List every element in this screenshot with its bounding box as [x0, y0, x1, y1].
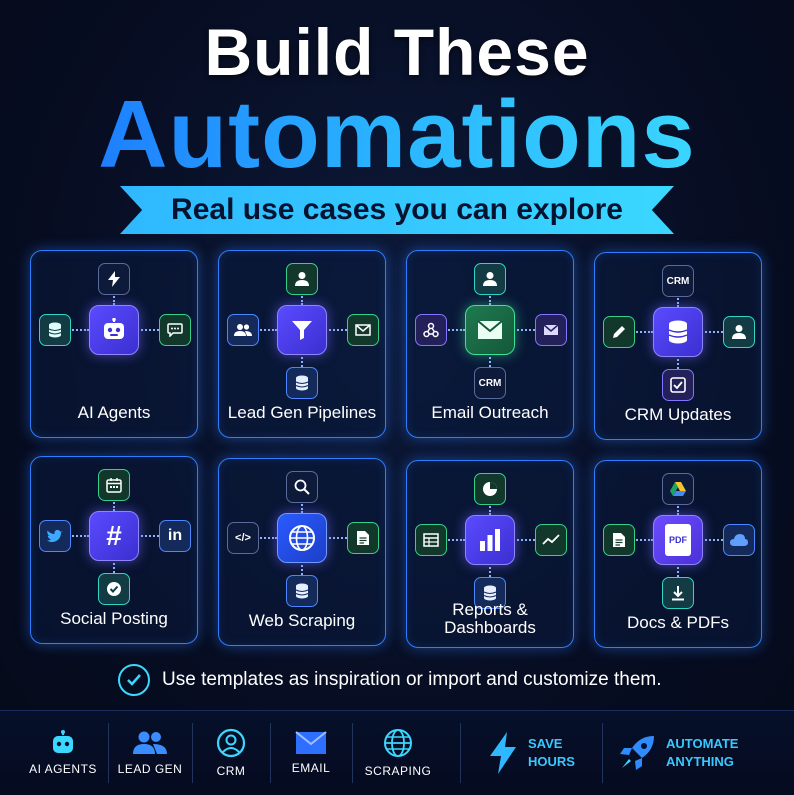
twitter-icon: [39, 520, 71, 552]
user-circle-icon: [216, 728, 246, 758]
mail-icon: [295, 731, 327, 754]
subtitle-ribbon: Real use cases you can explore: [120, 186, 674, 234]
user-icon: [723, 316, 755, 348]
robot-icon: [53, 730, 73, 753]
bolt-icon: [98, 263, 130, 295]
card-label: Social Posting: [60, 609, 168, 628]
linkedin-icon: in: [159, 520, 191, 552]
card-ai-agents[interactable]: AI Agents: [30, 250, 198, 438]
card-label: Reports & Dashboards: [444, 600, 536, 637]
checkbox-icon: [662, 369, 694, 401]
trend-line-icon: [535, 524, 567, 556]
crm-badge: CRM: [662, 265, 694, 297]
card-web-scraping[interactable]: </> Web Scraping: [218, 458, 386, 646]
filter-icon: [277, 305, 327, 355]
database-icon: [286, 575, 318, 607]
google-drive-icon: [662, 473, 694, 505]
card-label: Web Scraping: [248, 611, 356, 630]
user-icon: [286, 263, 318, 295]
crm-badge: CRM: [474, 367, 506, 399]
bar-item-email: EMAIL: [274, 711, 348, 795]
table-icon: [415, 524, 447, 556]
card-label: Lead Gen Pipelines: [227, 403, 377, 422]
document-icon: [603, 524, 635, 556]
card-lead-gen-pipelines[interactable]: Lead Gen Pipelines: [218, 250, 386, 438]
card-label: Docs & PDFs: [626, 613, 730, 632]
bar-save-hours: SAVE HOURS: [488, 711, 598, 795]
database-icon: [286, 367, 318, 399]
bar-item-ai-agents: AI AGENTS: [20, 711, 106, 795]
card-crm-updates[interactable]: CRM CRM Updates: [594, 252, 762, 440]
bar-item-scraping: SCRAPING: [356, 711, 440, 795]
pie-chart-icon: [474, 473, 506, 505]
lightning-icon: [490, 732, 516, 774]
user-icon: [474, 263, 506, 295]
globe-icon: [384, 729, 412, 757]
document-icon: [347, 522, 379, 554]
title-line-2: Automations: [0, 80, 794, 190]
card-label: Email Outreach: [431, 403, 549, 422]
rocket-icon: [620, 736, 654, 770]
chat-icon: [159, 314, 191, 346]
search-icon: [286, 471, 318, 503]
note-text: Use templates as inspiration or import a…: [162, 669, 662, 690]
bottom-feature-bar: AI AGENTS LEAD GEN CRM EMAIL SCRAPING SA…: [0, 710, 794, 795]
hashtag-icon: #: [89, 511, 139, 561]
title-line-1: Build These: [204, 15, 590, 89]
mail-icon: [465, 305, 515, 355]
bar-automate-anything: AUTOMATE ANYTHING: [618, 711, 788, 795]
bar-chart-icon: [465, 515, 515, 565]
pdf-icon: PDF: [653, 515, 703, 565]
mail-icon: [535, 314, 567, 346]
download-icon: [662, 577, 694, 609]
globe-icon: [277, 513, 327, 563]
users-icon: [227, 314, 259, 346]
code-icon: </>: [227, 522, 259, 554]
card-label: AI Agents: [77, 403, 151, 422]
card-social-posting[interactable]: in # Social Posting: [30, 456, 198, 644]
pencil-icon: [603, 316, 635, 348]
robot-icon: [89, 305, 139, 355]
database-icon: [474, 577, 506, 609]
calendar-icon: [98, 469, 130, 501]
bar-item-crm: CRM: [196, 711, 266, 795]
database-icon: [39, 314, 71, 346]
templates-note: Use templates as inspiration or import a…: [118, 664, 718, 696]
check-circle-icon: [118, 664, 150, 696]
card-reports-dashboards[interactable]: Reports & Dashboards: [406, 460, 574, 648]
card-docs-pdfs[interactable]: PDF Docs & PDFs: [594, 460, 762, 648]
webhook-icon: [415, 314, 447, 346]
database-icon: [653, 307, 703, 357]
subtitle-text: Real use cases you can explore: [171, 193, 623, 226]
mail-icon: [347, 314, 379, 346]
card-email-outreach[interactable]: CRM Email Outreach: [406, 250, 574, 438]
users-icon: [133, 731, 167, 754]
card-label: CRM Updates: [624, 405, 732, 424]
check-icon: [98, 573, 130, 605]
cloud-icon: [723, 524, 755, 556]
bar-item-lead-gen: LEAD GEN: [112, 711, 188, 795]
